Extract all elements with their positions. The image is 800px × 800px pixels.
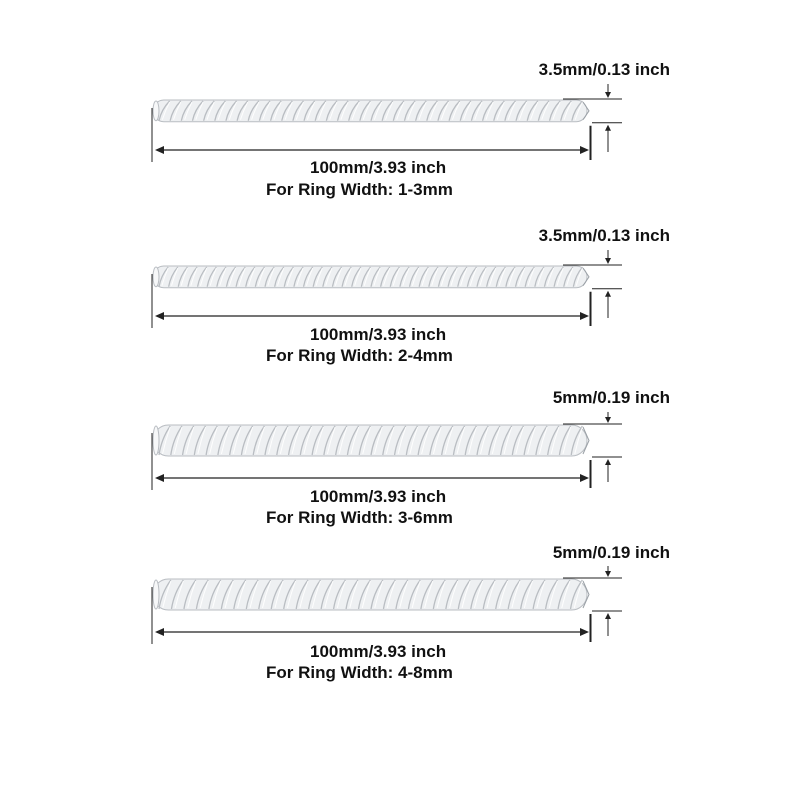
ring-width-label: For Ring Width: 1-3mm (266, 180, 453, 199)
arrow-right-icon (580, 474, 589, 482)
thickness-label: 3.5mm/0.13 inch (538, 60, 670, 79)
coil-spring (152, 265, 590, 289)
length-dimension-line (151, 587, 592, 644)
thickness-label: 5mm/0.19 inch (552, 543, 670, 562)
ring-width-label: For Ring Width: 3-6mm (266, 508, 453, 527)
length-label: 100mm/3.93 inch (310, 325, 447, 344)
length-dimension-line (151, 274, 592, 328)
ring-width-label: For Ring Width: 2-4mm (266, 346, 453, 365)
thickness-dimension (563, 250, 622, 326)
arrow-left-icon (155, 146, 164, 154)
thickness-dimension (563, 412, 622, 488)
arrow-up-icon (605, 459, 611, 465)
arrow-down-icon (605, 417, 611, 423)
arrow-right-icon (580, 146, 589, 154)
arrow-left-icon (155, 628, 164, 636)
arrow-up-icon (605, 290, 611, 297)
arrow-down-icon (605, 92, 611, 98)
length-label: 100mm/3.93 inch (310, 487, 447, 506)
length-dimension-line (151, 433, 592, 490)
coil-spring (152, 424, 590, 457)
arrow-right-icon (580, 312, 589, 320)
thickness-dimension (563, 84, 622, 160)
coil-spring (152, 99, 590, 123)
coil-spring (152, 578, 590, 611)
thickness-dimension (563, 566, 622, 642)
arrow-left-icon (155, 474, 164, 482)
length-label: 100mm/3.93 inch (310, 642, 447, 661)
length-dimension-line (151, 108, 592, 162)
arrow-up-icon (605, 613, 611, 619)
thickness-label: 5mm/0.19 inch (552, 388, 670, 407)
ring-width-label: For Ring Width: 4-8mm (266, 663, 453, 682)
arrow-down-icon (605, 258, 611, 264)
arrow-left-icon (155, 312, 164, 320)
arrow-right-icon (580, 628, 589, 636)
thickness-label: 3.5mm/0.13 inch (538, 226, 670, 245)
length-label: 100mm/3.93 inch (310, 158, 447, 177)
arrow-up-icon (605, 124, 611, 131)
arrow-down-icon (605, 571, 611, 577)
